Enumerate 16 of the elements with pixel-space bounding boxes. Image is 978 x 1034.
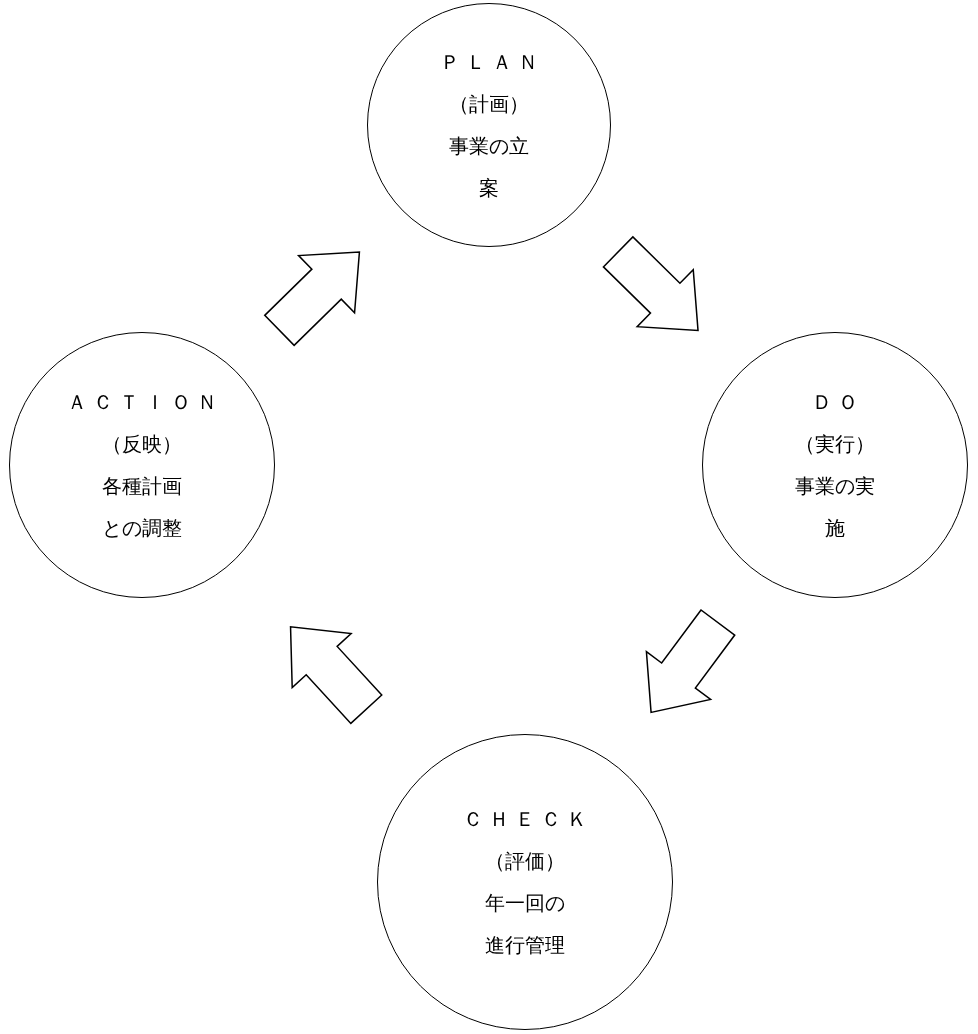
block-arrow — [645, 608, 736, 714]
block-arrow — [289, 625, 383, 725]
stage-description: 事業の立案 — [448, 134, 530, 201]
stage-description: 各種計画との調整 — [101, 474, 183, 541]
block-arrow — [602, 235, 699, 332]
stage-name: ＣＨＥＣＫ — [463, 807, 593, 832]
stage-subtitle: （反映） — [102, 432, 182, 457]
stage-subtitle: （実行） — [795, 432, 875, 457]
stage-name: ＤＯ — [812, 390, 864, 415]
stage-name: ＡＣＴＩＯＮ — [67, 390, 223, 415]
stage-name: ＰＬＡＮ — [440, 50, 544, 75]
stage-description: 事業の実施 — [794, 474, 876, 541]
block-arrow — [263, 251, 361, 347]
stage-description: 年一回の進行管理 — [484, 891, 566, 958]
stage-subtitle: （計画） — [449, 92, 529, 117]
stage-subtitle: （評価） — [485, 849, 565, 874]
